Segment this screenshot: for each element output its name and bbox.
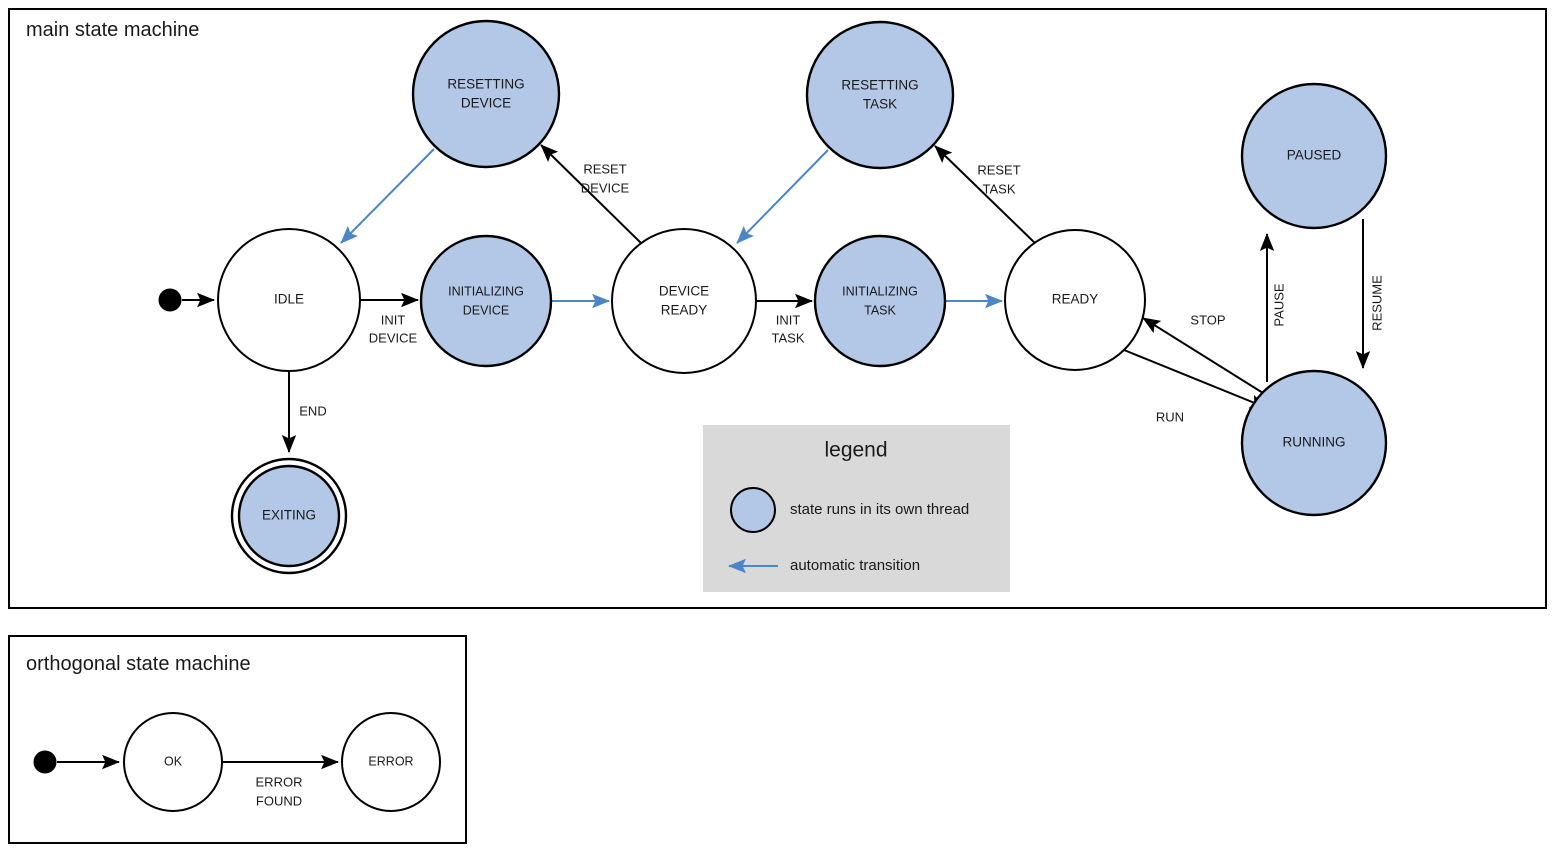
state-idle[interactable]: IDLE: [217, 228, 361, 372]
state-label-line2: TASK: [863, 97, 897, 112]
edge-label-line1: RUN: [1156, 409, 1184, 424]
edge-label-line1: RESET: [583, 161, 626, 176]
orthogonal-state-machine-frame: orthogonal state machine ERROR FOUND OK …: [8, 635, 467, 844]
blue-circle-icon: [730, 487, 776, 533]
legend: legend state runs in its own thread auto…: [703, 425, 1010, 592]
state-label-line2: DEVICE: [461, 96, 511, 111]
legend-item-label: state runs in its own thread: [790, 501, 969, 518]
state-device-ready[interactable]: DEVICE READY: [611, 228, 757, 374]
transition-running-to-ready[interactable]: STOP: [1142, 312, 1264, 394]
transition-running-to-paused[interactable]: PAUSE: [1259, 233, 1286, 382]
state-resetting-device[interactable]: RESETTING DEVICE: [411, 19, 561, 169]
state-shape: [1004, 229, 1146, 371]
legend-title: legend: [824, 439, 887, 462]
state-label-line1: DEVICE: [659, 284, 709, 299]
state-label-line1: OK: [164, 754, 183, 768]
state-shape: [217, 228, 361, 372]
edge-label-line2: TASK: [983, 181, 1016, 196]
state-error[interactable]: ERROR: [341, 712, 441, 812]
transition-resetting-task-to-device-ready[interactable]: [736, 149, 829, 244]
transition-device-ready-to-initializing-task[interactable]: INIT TASK: [756, 293, 813, 345]
initial-state-marker: [158, 288, 182, 312]
state-paused[interactable]: PAUSED: [1240, 82, 1388, 230]
edge-label-line1: INIT: [776, 312, 801, 327]
state-resetting-task[interactable]: RESETTING TASK: [805, 20, 955, 170]
state-label-line1: RESETTING: [841, 78, 918, 93]
state-label-line1: ERROR: [368, 754, 413, 768]
transition-ready-to-resetting-task[interactable]: RESET TASK: [934, 145, 1038, 246]
state-label-line1: EXITING: [262, 508, 316, 523]
edge-label-line1: END: [299, 403, 326, 418]
transition-paused-to-running[interactable]: RESUME: [1355, 219, 1384, 369]
state-label-line2: DEVICE: [463, 303, 510, 317]
main-frame-title: main state machine: [26, 19, 199, 41]
state-label-line1: RUNNING: [1283, 435, 1346, 450]
edge-label-line1: ERROR: [256, 774, 303, 789]
state-exiting[interactable]: EXITING: [230, 457, 348, 575]
state-initializing-task[interactable]: INITIALIZING TASK: [813, 234, 947, 368]
edge-label-line2: FOUND: [256, 793, 302, 808]
transition-ready-to-running[interactable]: RUN: [1123, 349, 1268, 424]
edge-label-line2: TASK: [772, 330, 805, 345]
edge-label-line2: DEVICE: [581, 180, 630, 195]
edge-label-line1: RESUME: [1369, 275, 1384, 331]
transition-idle-to-exiting[interactable]: END: [281, 371, 327, 453]
state-shape: [411, 19, 561, 169]
edge-label-line1: PAUSE: [1271, 283, 1286, 326]
state-label-line1: INITIALIZING: [448, 284, 524, 298]
legend-item-automatic: automatic transition: [728, 557, 920, 574]
state-label-line2: TASK: [864, 303, 896, 317]
state-label-line1: INITIALIZING: [842, 284, 918, 298]
edge-line: [1142, 317, 1264, 394]
state-label-line1: READY: [1052, 292, 1099, 307]
state-initializing-device[interactable]: INITIALIZING DEVICE: [419, 234, 553, 368]
state-label-line1: IDLE: [274, 292, 304, 307]
edge-line: [1123, 349, 1268, 409]
edge-line: [934, 145, 1038, 246]
state-ok[interactable]: OK: [123, 712, 223, 812]
state-shape: [813, 234, 947, 368]
state-shape: [341, 712, 441, 812]
state-shape: [1240, 82, 1388, 230]
state-shape: [1240, 369, 1388, 517]
edge-line: [340, 148, 435, 244]
state-shape: [419, 234, 553, 368]
state-running[interactable]: RUNNING: [1240, 369, 1388, 517]
transition-device-ready-to-resetting-device[interactable]: RESET DEVICE: [540, 144, 644, 246]
edge-label-line1: INIT: [381, 312, 406, 327]
initial-state-marker: [33, 750, 57, 774]
orthogonal-frame-title: orthogonal state machine: [26, 653, 251, 675]
legend-item-label: automatic transition: [790, 557, 920, 574]
transition-idle-to-initializing-device[interactable]: INIT DEVICE: [360, 292, 419, 345]
state-label-line2: READY: [661, 303, 708, 318]
transition-ok-to-error[interactable]: ERROR FOUND: [222, 754, 339, 808]
legend-item-thread: state runs in its own thread: [730, 487, 969, 533]
state-label-line1: PAUSED: [1287, 148, 1342, 163]
transitions-layer: INIT DEVICE INIT TASK RESET DEVICE: [182, 144, 1384, 453]
state-ready[interactable]: READY: [1004, 229, 1146, 371]
edge-label-line1: RESET: [977, 162, 1020, 177]
states-layer: IDLE INITIALIZING DEVICE DEVICE READY IN…: [158, 19, 1388, 575]
state-label-line1: RESETTING: [447, 77, 524, 92]
state-shape: [611, 228, 757, 374]
edge-label-line2: DEVICE: [369, 330, 418, 345]
state-shape: [237, 464, 341, 568]
edge-line: [540, 144, 644, 246]
edge-label-line1: STOP: [1190, 312, 1225, 327]
state-shape: [123, 712, 223, 812]
transition-resetting-device-to-idle[interactable]: [340, 148, 435, 244]
edge-line: [736, 149, 829, 244]
state-shape: [805, 20, 955, 170]
